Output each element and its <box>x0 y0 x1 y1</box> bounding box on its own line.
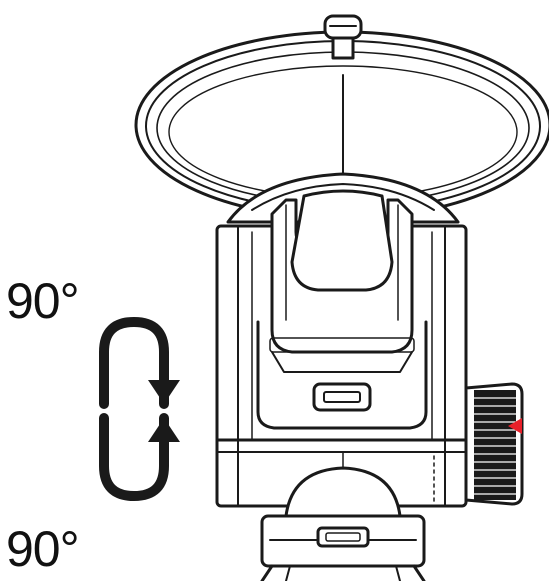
ball-joint <box>260 466 426 581</box>
adjustment-knob <box>464 382 524 506</box>
connector-bay <box>256 320 428 430</box>
rotation-angle-top: 90° <box>6 273 80 329</box>
knob-indicator-mark <box>508 418 522 434</box>
rotation-angle-bottom: 90° <box>6 521 80 577</box>
usb-port-icon <box>312 382 372 412</box>
release-tab <box>323 14 363 60</box>
cradle-clamp <box>270 189 414 354</box>
double-arrow-rotation-icon <box>99 317 180 501</box>
